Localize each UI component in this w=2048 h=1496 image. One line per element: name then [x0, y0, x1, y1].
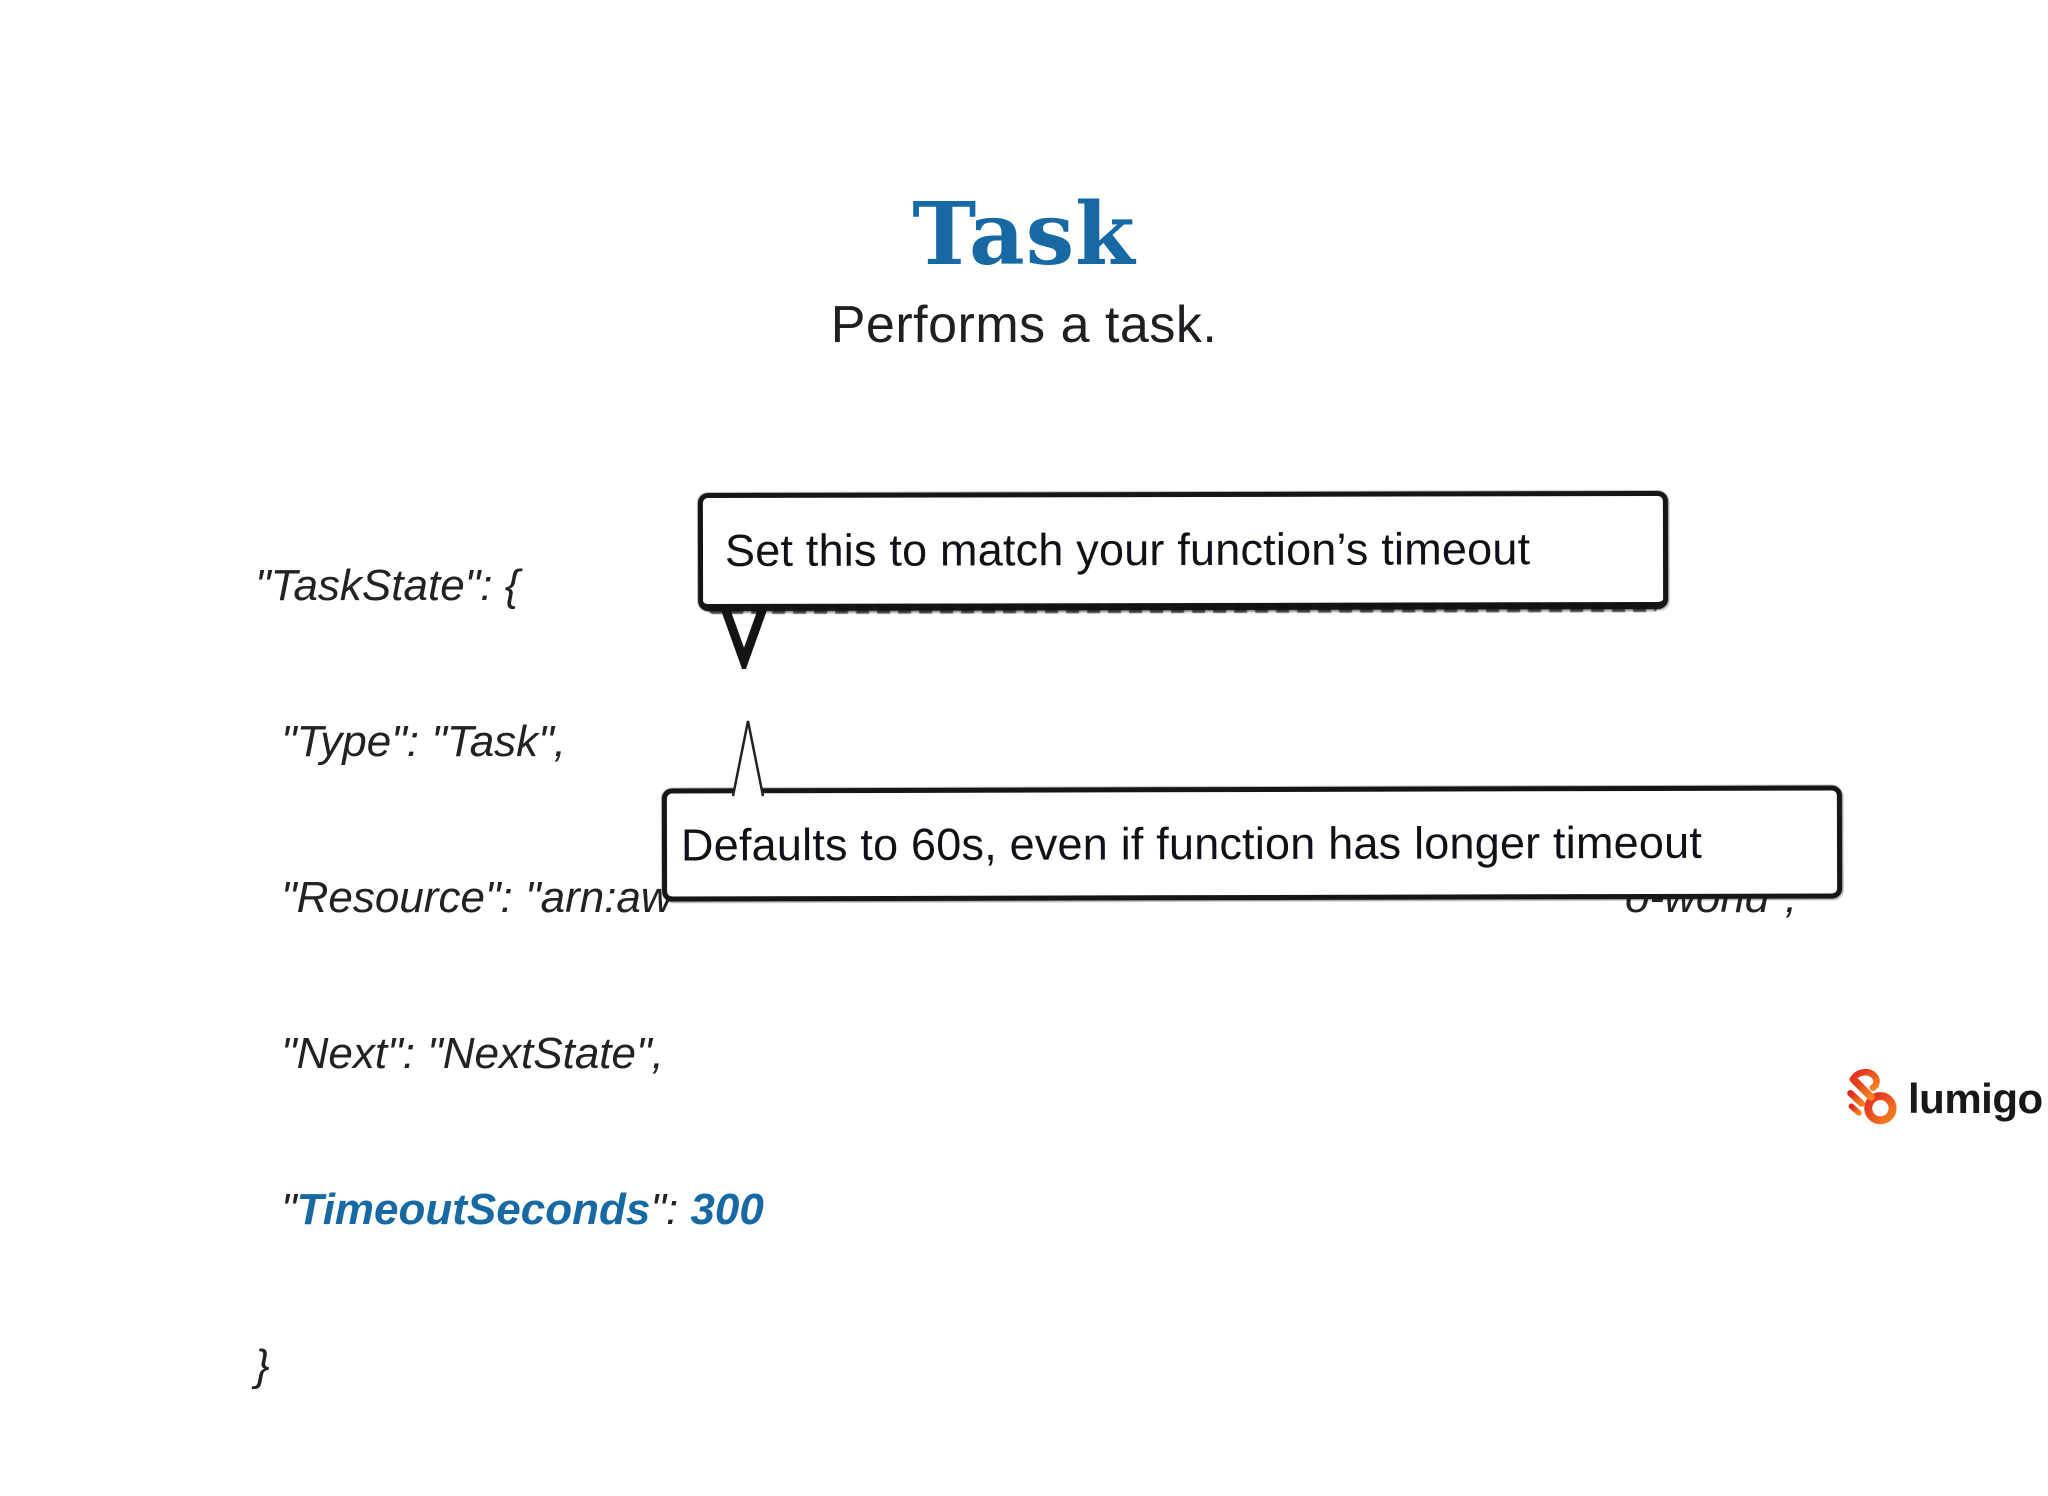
code-text: "Type": "Task", — [281, 717, 567, 766]
code-text: "Next": "NextState", — [281, 1029, 664, 1078]
code-text: ": — [650, 1185, 691, 1234]
code-keyword-timeoutseconds: TimeoutSeconds — [296, 1185, 651, 1234]
code-text: " — [281, 1185, 297, 1234]
code-line-type: "Type": "Task", — [255, 716, 764, 768]
code-value-300: 300 — [690, 1185, 764, 1234]
callout-default-timeout: Defaults to 60s, even if function has lo… — [661, 785, 1843, 902]
code-line-timeoutseconds: "TimeoutSeconds": 300 — [255, 1184, 764, 1236]
code-block: "TaskState": { "Type": "Task", "Resource… — [255, 456, 1797, 1496]
callout-tail-up-icon — [731, 720, 765, 797]
code-line-taskstate: "TaskState": { — [255, 560, 764, 612]
comet-icon — [1847, 1068, 1897, 1125]
callout-text: Set this to match your function’s timeou… — [724, 523, 1531, 576]
slide: Task Performs a task. "TaskState": { "Ty… — [255, 184, 2043, 1391]
callout-set-timeout: Set this to match your function’s timeou… — [697, 490, 1669, 614]
lumigo-logo: lumigo — [1843, 1066, 2043, 1128]
code-text: } — [255, 1341, 270, 1390]
code-text-resource-prefix: "Resource": "arn:aw — [281, 873, 673, 922]
callout-text: Defaults to 60s, even if function has lo… — [680, 816, 1703, 870]
code-text: "TaskState": { — [255, 561, 520, 610]
obscured-code-smudge — [709, 603, 1658, 614]
code-line-next: "Next": "NextState", — [255, 1028, 764, 1080]
page-subtitle: Performs a task. — [830, 296, 1218, 354]
page-title: Task — [912, 184, 1136, 285]
code-line-closing-brace: } — [255, 1340, 764, 1392]
lumigo-wordmark: lumigo — [1908, 1075, 2043, 1122]
